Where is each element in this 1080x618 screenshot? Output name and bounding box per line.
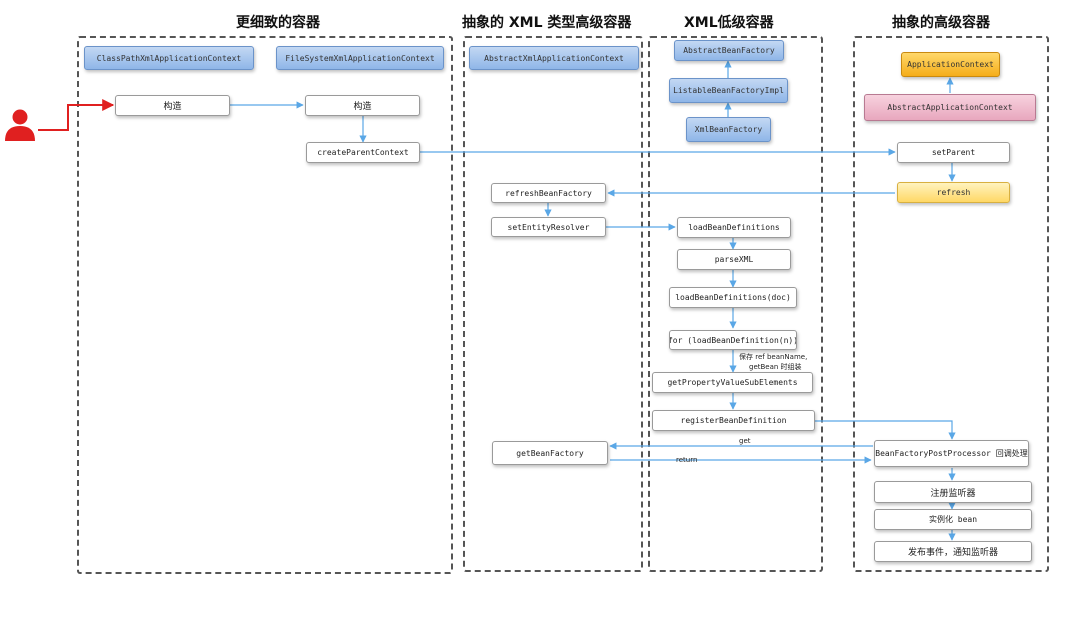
load-bean-definitions-doc: loadBeanDefinitions(doc) [669, 287, 797, 308]
abstract-bean-factory: AbstractBeanFactory [674, 40, 784, 61]
bean-factory-post-processor: BeanFactoryPostProcessor 回调处理 [874, 440, 1029, 467]
abstract-application-context: AbstractApplicationContext [864, 94, 1036, 121]
parse-xml: parseXML [677, 249, 791, 270]
get-property-value-sub-elements: getPropertyValueSubElements [652, 372, 813, 393]
edge-user-to-construct [38, 99, 115, 131]
lane-title-abstract-high-level: 抽象的高级容器 [892, 15, 990, 31]
filesystem-xml-application-context: FileSystemXmlApplicationContext [276, 46, 444, 70]
edge-register-to-post-processor [815, 420, 956, 440]
construct-node-2: 构造 [305, 95, 420, 116]
construct-node-1: 构造 [115, 95, 230, 116]
register-bean-definition: registerBeanDefinition [652, 410, 815, 431]
classpath-xml-application-context: ClassPathXmlApplicationContext [84, 46, 254, 70]
create-parent-context: createParentContext [306, 142, 420, 163]
get-bean-factory: getBeanFactory [492, 441, 608, 465]
user-icon [5, 109, 35, 141]
edge-label-save-ref-1: 保存 ref beanName, [739, 353, 808, 361]
listable-bean-factory-impl: ListableBeanFactoryImpl [669, 78, 788, 103]
abstract-xml-application-context: AbstractXmlApplicationContext [469, 46, 639, 70]
xml-bean-factory: XmlBeanFactory [686, 117, 771, 142]
refresh: refresh [897, 182, 1010, 203]
lane-xml-low-level [648, 36, 823, 572]
load-bean-definitions: loadBeanDefinitions [677, 217, 791, 238]
edge-label-return: return [676, 456, 698, 464]
set-entity-resolver: setEntityResolver [491, 217, 606, 237]
lane-title-abstract-xml: 抽象的 XML 类型高级容器 [462, 15, 632, 31]
lane-title-xml-low-level: XML低级容器 [684, 15, 774, 31]
application-context: ApplicationContext [901, 52, 1000, 77]
lane-abstract-xml [463, 36, 643, 572]
instantiate-bean: 实例化 bean [874, 509, 1032, 530]
lane-title-fine-grained: 更细致的容器 [236, 15, 320, 31]
register-listener: 注册监听器 [874, 481, 1032, 503]
publish-event: 发布事件，通知监听器 [874, 541, 1032, 562]
edge-label-get: get [739, 437, 751, 445]
refresh-bean-factory: refreshBeanFactory [491, 183, 606, 203]
set-parent: setParent [897, 142, 1010, 163]
lane-abstract-high-level [853, 36, 1049, 572]
lane-fine-grained [77, 36, 453, 574]
for-load-bean-definition: for (loadBeanDefinition(n)) [669, 330, 797, 350]
edge-label-save-ref-2: getBean 时组装 [749, 363, 802, 371]
